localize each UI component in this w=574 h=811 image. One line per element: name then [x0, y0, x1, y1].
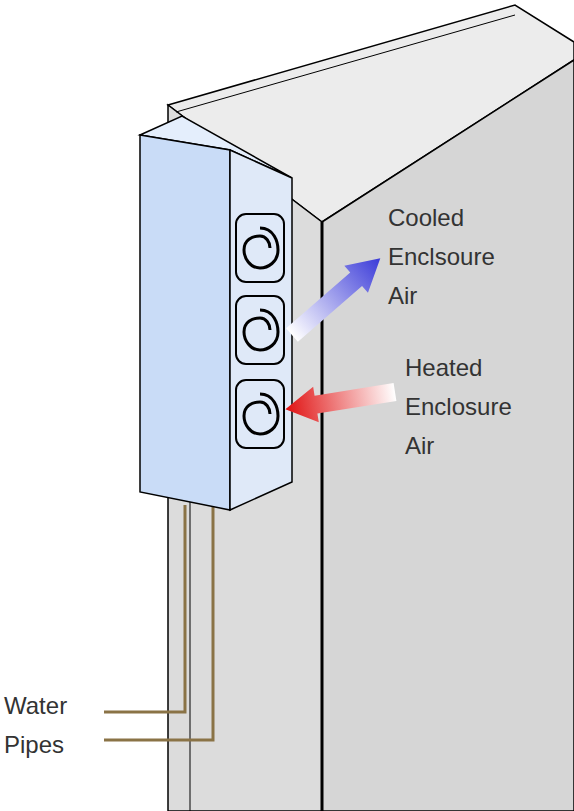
heated-air-arrow	[283, 374, 398, 427]
pipe-label: Water Pipes	[4, 686, 67, 764]
exchanger-fan-face	[230, 150, 292, 510]
air-label: Heated Enclosure Air	[405, 348, 512, 465]
water-pipe	[104, 505, 185, 712]
water-pipe	[104, 505, 213, 740]
fan	[236, 214, 284, 282]
exchanger-front	[140, 135, 230, 510]
air-label: Cooled Enclsoure Air	[388, 198, 495, 315]
cabinet-front	[322, 60, 574, 811]
fan	[236, 380, 284, 448]
cabinet-edge	[176, 15, 515, 112]
fan	[236, 296, 284, 364]
cabinet-edge	[190, 500, 191, 811]
cooled-air-arrow	[280, 245, 392, 349]
